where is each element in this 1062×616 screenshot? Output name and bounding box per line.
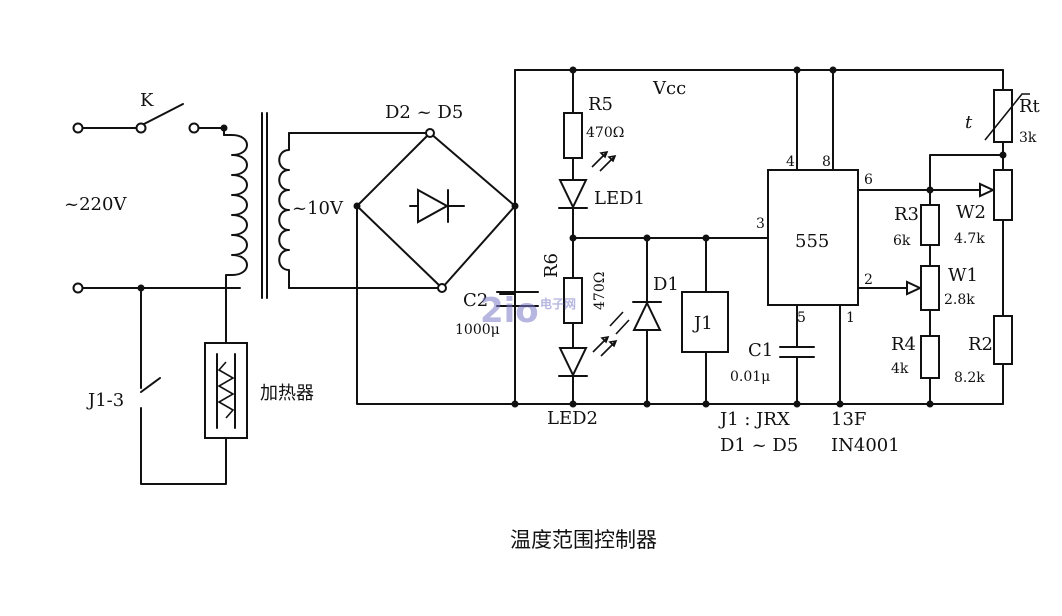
potentiometer-w1 [920, 265, 940, 311]
divider-network: t Rt 3k W2 4.7k R3 6k W1 2.8k R4 4k R2 8… [857, 69, 1041, 405]
resistor-r5 [563, 112, 583, 159]
rt-value: 3k [1019, 130, 1037, 146]
c2-value: 1000μ [455, 322, 500, 338]
switch-k-label: K [140, 90, 154, 111]
r2-ref: R2 [968, 334, 993, 355]
note-relay-line: J1 : JRX [718, 409, 790, 430]
ic-pin6-label: 6 [864, 172, 873, 188]
w2-ref: W2 [956, 202, 986, 223]
watermark-text: 电子网 [540, 296, 576, 311]
ic-pin8-label: 8 [822, 154, 831, 170]
c1-ref: C1 [748, 340, 773, 361]
secondary-voltage-label: ~10V [292, 198, 344, 219]
mains-terminal-top [72, 122, 84, 134]
mains-voltage-label: ~220V [64, 194, 127, 215]
r3-value: 6k [893, 233, 911, 249]
thermistor-mark: t [965, 112, 973, 133]
led1-label: LED1 [594, 188, 645, 209]
c1-value: 0.01μ [730, 369, 770, 385]
led1-branch: R5 470Ω LED1 [558, 69, 645, 279]
transformer: ~10V [223, 112, 344, 299]
watermark: 2io 电子网 [480, 291, 576, 331]
primary-winding [223, 134, 248, 289]
w2-wiper-arrow [979, 182, 996, 198]
relay-coil-label: J1 [692, 313, 713, 334]
ic-pin5-label: 5 [797, 310, 806, 326]
ic-pin1-label: 1 [846, 310, 855, 326]
heater-label: 加热器 [260, 383, 314, 404]
r6-ref: R6 [541, 253, 562, 278]
capacitor-c2: C2 1000μ [455, 290, 539, 338]
resistor-r2 [993, 315, 1013, 365]
ic-555-body [767, 169, 859, 306]
ic-pin3-label: 3 [756, 216, 765, 232]
note-diode-line: D1 ~ D5 [720, 435, 798, 456]
ground-rail [356, 205, 1004, 405]
w1-wiper-arrow [906, 280, 923, 296]
bridge-label: D2 ~ D5 [385, 102, 463, 123]
r4-value: 4k [891, 361, 909, 377]
r5-ref: R5 [588, 94, 613, 115]
bridge-rectifier: D2 ~ D5 [288, 102, 519, 293]
capacitor-c1 [779, 346, 815, 358]
secondary-winding [278, 132, 290, 289]
supply-rails: Vcc [356, 66, 1004, 408]
led2-label: LED2 [547, 408, 598, 429]
d1-mark-lines [609, 311, 630, 335]
watermark-logo: 2io [480, 291, 539, 331]
w1-ref: W1 [948, 265, 978, 286]
mains-input: ~220V K [64, 90, 241, 294]
led2-triangle [558, 347, 588, 378]
component-notes: J1 : JRX 13F D1 ~ D5 IN4001 [718, 409, 900, 456]
relay-driver: D1 J1 [572, 234, 769, 405]
thermistor-rt [993, 89, 1013, 143]
vcc-label: Vcc [652, 78, 686, 99]
ic-pin4-label: 4 [786, 154, 795, 170]
diagram-caption: 温度范围控制器 [510, 528, 657, 552]
relay-contact-blade [140, 377, 161, 393]
r6-value: 470Ω [592, 272, 608, 310]
led1-light-arrows [591, 151, 616, 172]
r5-value: 470Ω [586, 125, 624, 141]
c2-ref: C2 [463, 290, 488, 311]
mains-terminal-bottom [72, 282, 84, 294]
diode-d1-triangle [632, 300, 662, 331]
led2-light-arrows [592, 336, 617, 357]
r2-value: 8.2k [954, 370, 985, 386]
relay-contact-label: J1-3 [86, 390, 124, 411]
switch-k-blade [143, 103, 184, 125]
heater-element [216, 353, 236, 429]
led2-branch: R6 470Ω LED2 [541, 234, 618, 429]
note-relay-model: 13F [831, 409, 866, 430]
timer-555: 555 4 8 3 6 2 5 1 C1 0.01μ [730, 69, 873, 405]
diode-d1-label: D1 [653, 274, 679, 295]
r3-ref: R3 [894, 204, 919, 225]
r4-ref: R4 [891, 334, 916, 355]
resistor-r4 [920, 335, 940, 379]
ic-555-name: 555 [795, 231, 829, 252]
rt-ref: Rt [1019, 96, 1041, 117]
ic-pin2-label: 2 [864, 272, 873, 288]
potentiometer-w2 [993, 169, 1013, 221]
resistor-r3 [920, 204, 940, 246]
w2-value: 4.7k [954, 231, 985, 247]
w1-value: 2.8k [944, 292, 975, 308]
bridge-diode-triangle [417, 188, 450, 224]
r3-top-wire [929, 154, 1004, 206]
thermistor-slash [984, 93, 1030, 141]
heater-circuit: J1-3 加热器 [86, 287, 314, 485]
led1-triangle [558, 179, 588, 210]
note-diode-model: IN4001 [831, 435, 900, 456]
